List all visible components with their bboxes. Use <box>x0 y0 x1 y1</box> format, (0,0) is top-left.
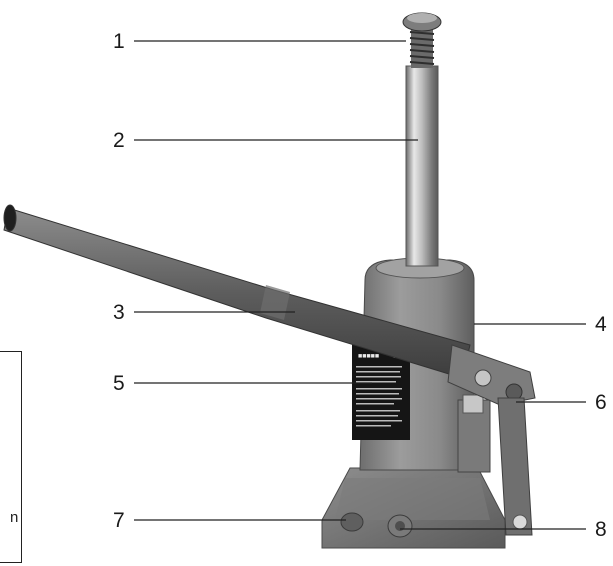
pump-cylinder <box>457 394 491 473</box>
jack-handle <box>3 204 471 379</box>
callout-4: 4 <box>595 313 607 336</box>
leader-lines <box>134 40 586 530</box>
jack-ram <box>402 12 442 267</box>
jack-base <box>321 467 506 549</box>
callout-1: 1 <box>113 30 125 53</box>
cropped-frame-text: n <box>10 509 19 526</box>
callout-5: 5 <box>113 372 125 395</box>
callout-6: 6 <box>595 391 607 414</box>
callout-2: 2 <box>113 129 125 152</box>
callout-3: 3 <box>113 301 125 324</box>
callout-7: 7 <box>113 509 125 532</box>
callout-8: 8 <box>595 518 607 541</box>
handle-socket <box>447 344 536 536</box>
label-brand-text: ■■■■■ <box>358 353 379 360</box>
cropped-frame <box>0 351 22 563</box>
